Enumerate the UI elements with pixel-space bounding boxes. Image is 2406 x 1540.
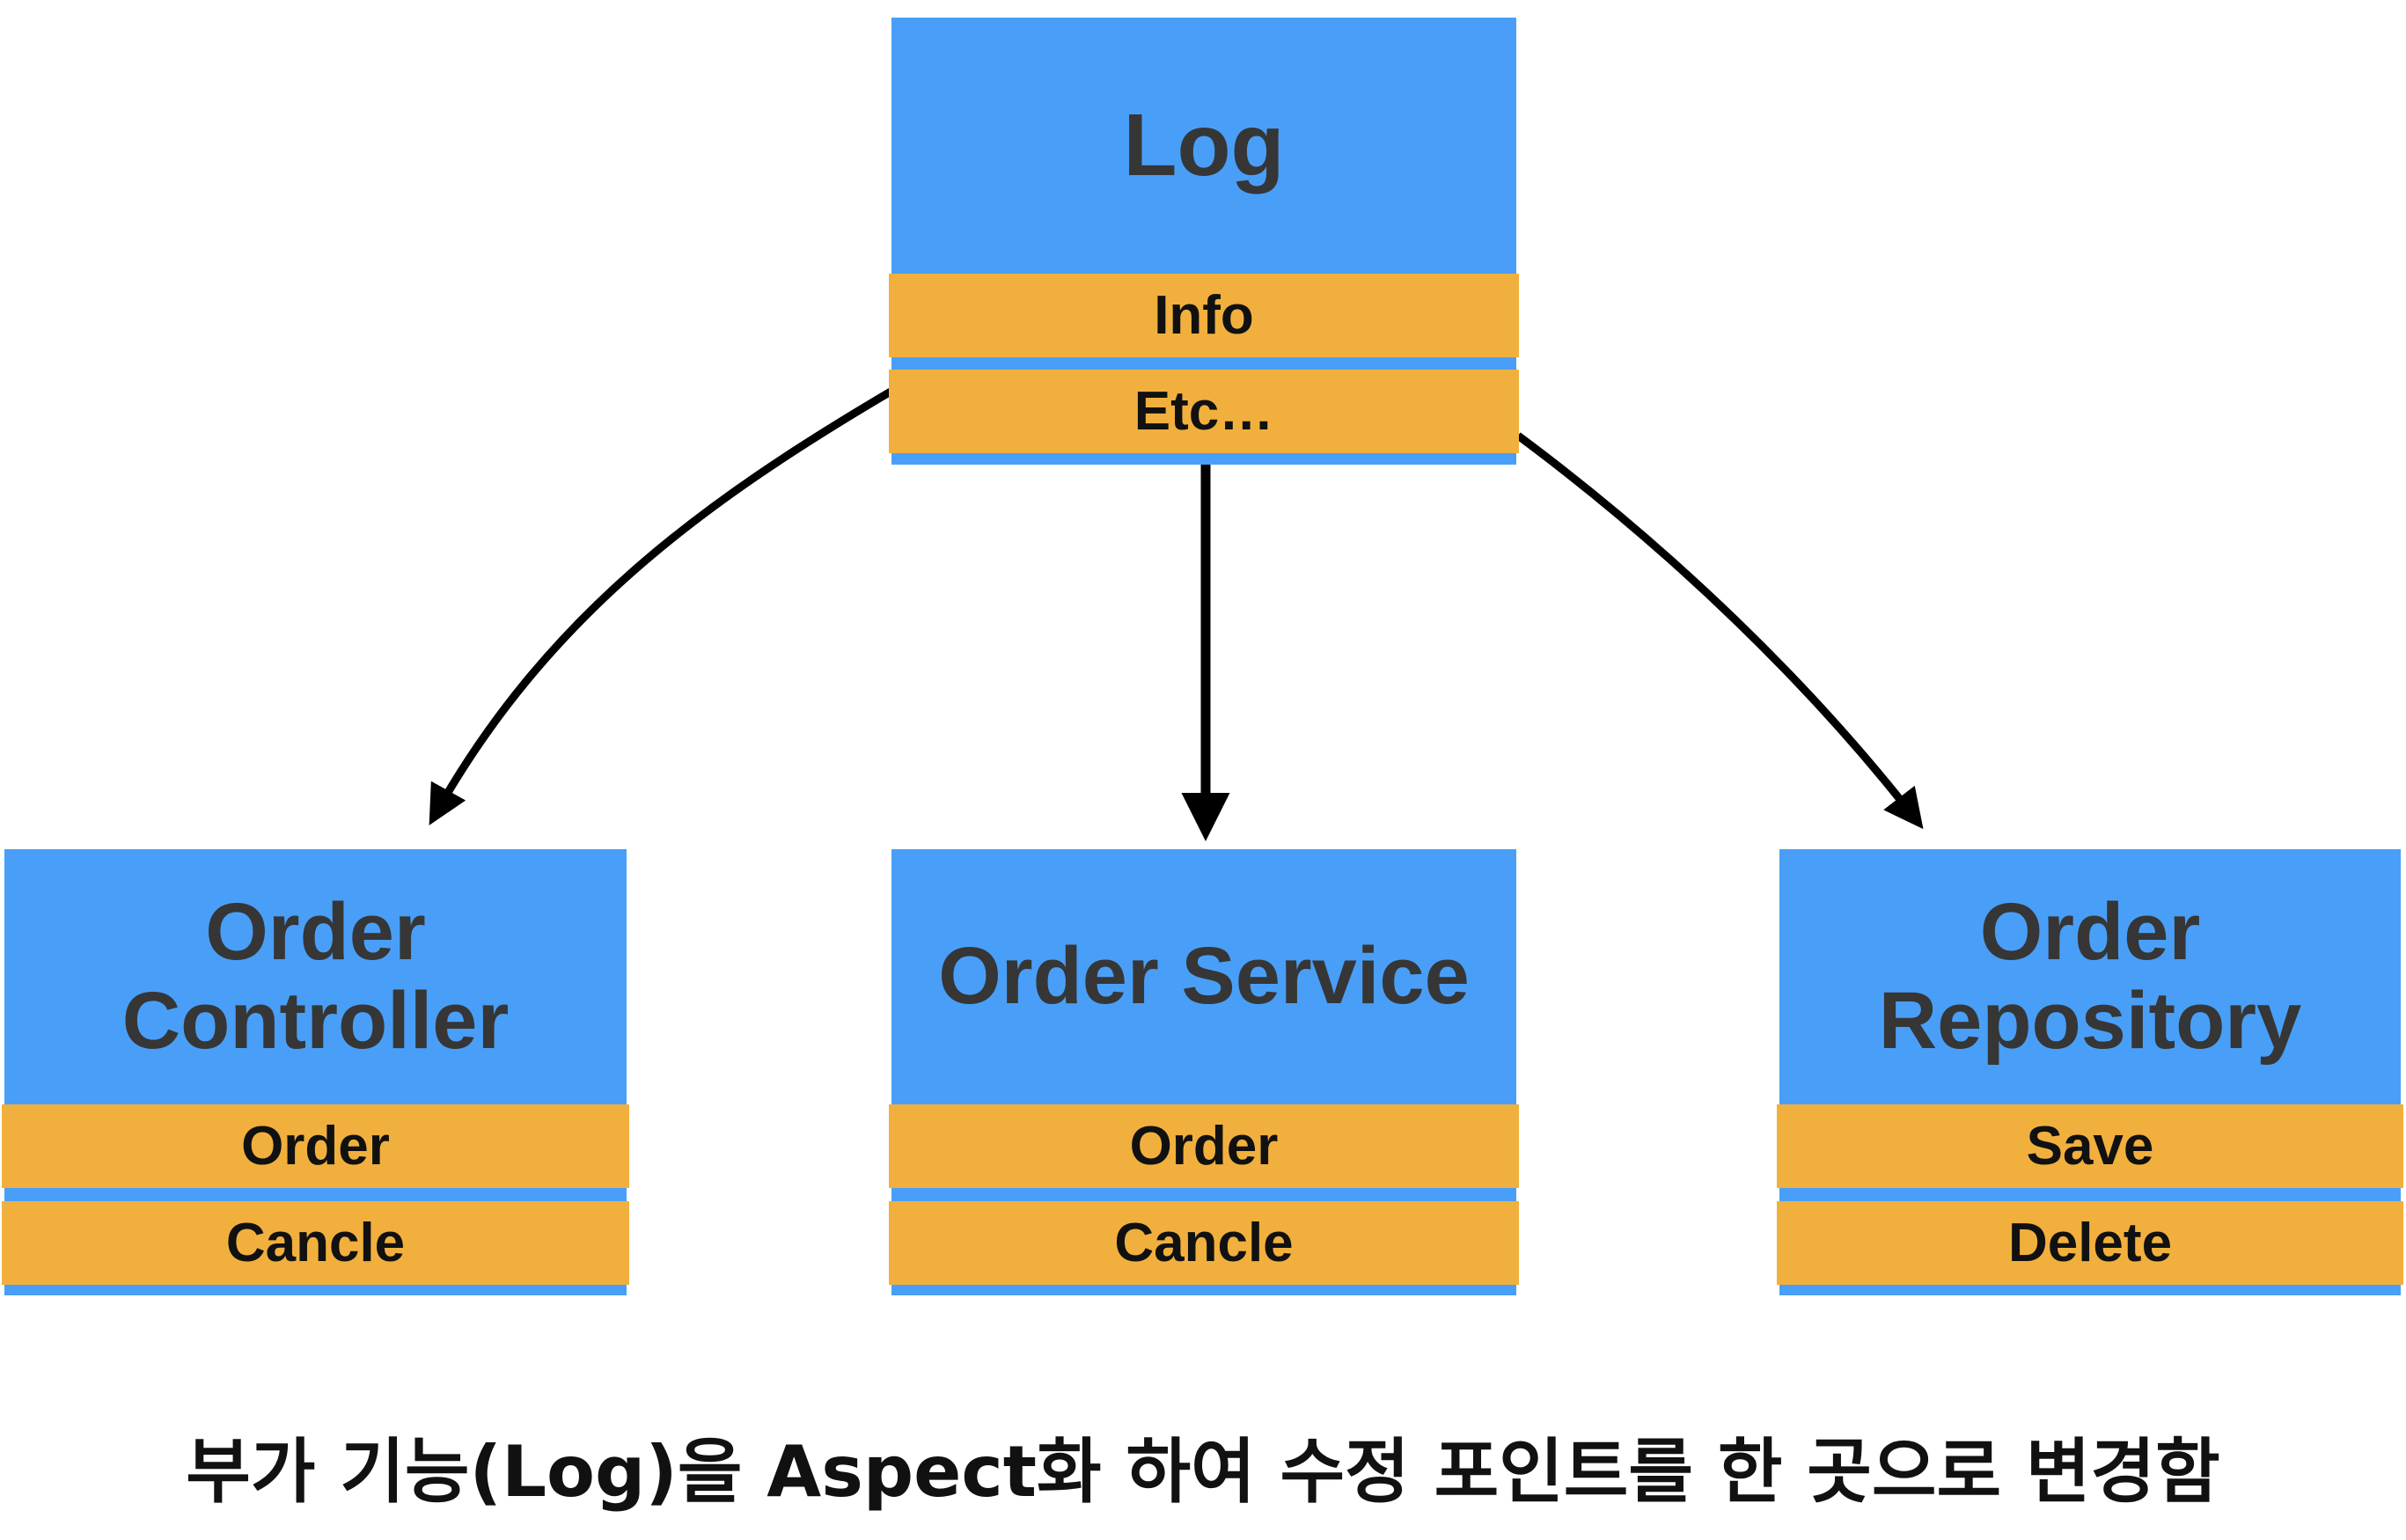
log-row-info: Info <box>889 274 1519 357</box>
order-repository-row-delete: Delete <box>1777 1201 2403 1285</box>
diagram-caption: 부가 기능(Log)을 Aspect화 하여 수정 포인트를 한 곳으로 변경함 <box>186 1431 2220 1513</box>
order-controller-row-cancle: Cancle <box>2 1201 629 1285</box>
order-repository-title-line1: Order <box>1979 886 2201 977</box>
order-controller-title-line1: Order <box>205 886 426 977</box>
order-controller-row-order: Order <box>2 1104 629 1188</box>
log-box: Log Info Etc… <box>889 18 1519 465</box>
order-controller-title: Order Controller <box>4 849 627 1104</box>
log-title-text: Log <box>1123 96 1285 194</box>
arrow-log-to-controller <box>429 388 893 825</box>
order-repository-title: Order Repository <box>1779 849 2401 1104</box>
order-repository-title-line2: Repository <box>1878 976 2302 1066</box>
order-service-row-order: Order <box>889 1104 1519 1188</box>
order-repository-row-save: Save <box>1777 1104 2403 1188</box>
order-service-box: Order Service Order Cancle <box>889 849 1519 1295</box>
order-controller-title-line2: Controller <box>121 976 510 1066</box>
arrow-log-to-repository <box>1515 432 1924 830</box>
order-controller-box: Order Controller Order Cancle <box>2 849 629 1295</box>
order-repository-box: Order Repository Save Delete <box>1777 849 2403 1295</box>
log-box-title: Log <box>891 18 1516 273</box>
order-service-title: Order Service <box>891 849 1516 1104</box>
log-row-etc: Etc… <box>889 370 1519 453</box>
order-service-row-cancle: Cancle <box>889 1201 1519 1285</box>
order-service-title-text: Order Service <box>938 931 1470 1022</box>
